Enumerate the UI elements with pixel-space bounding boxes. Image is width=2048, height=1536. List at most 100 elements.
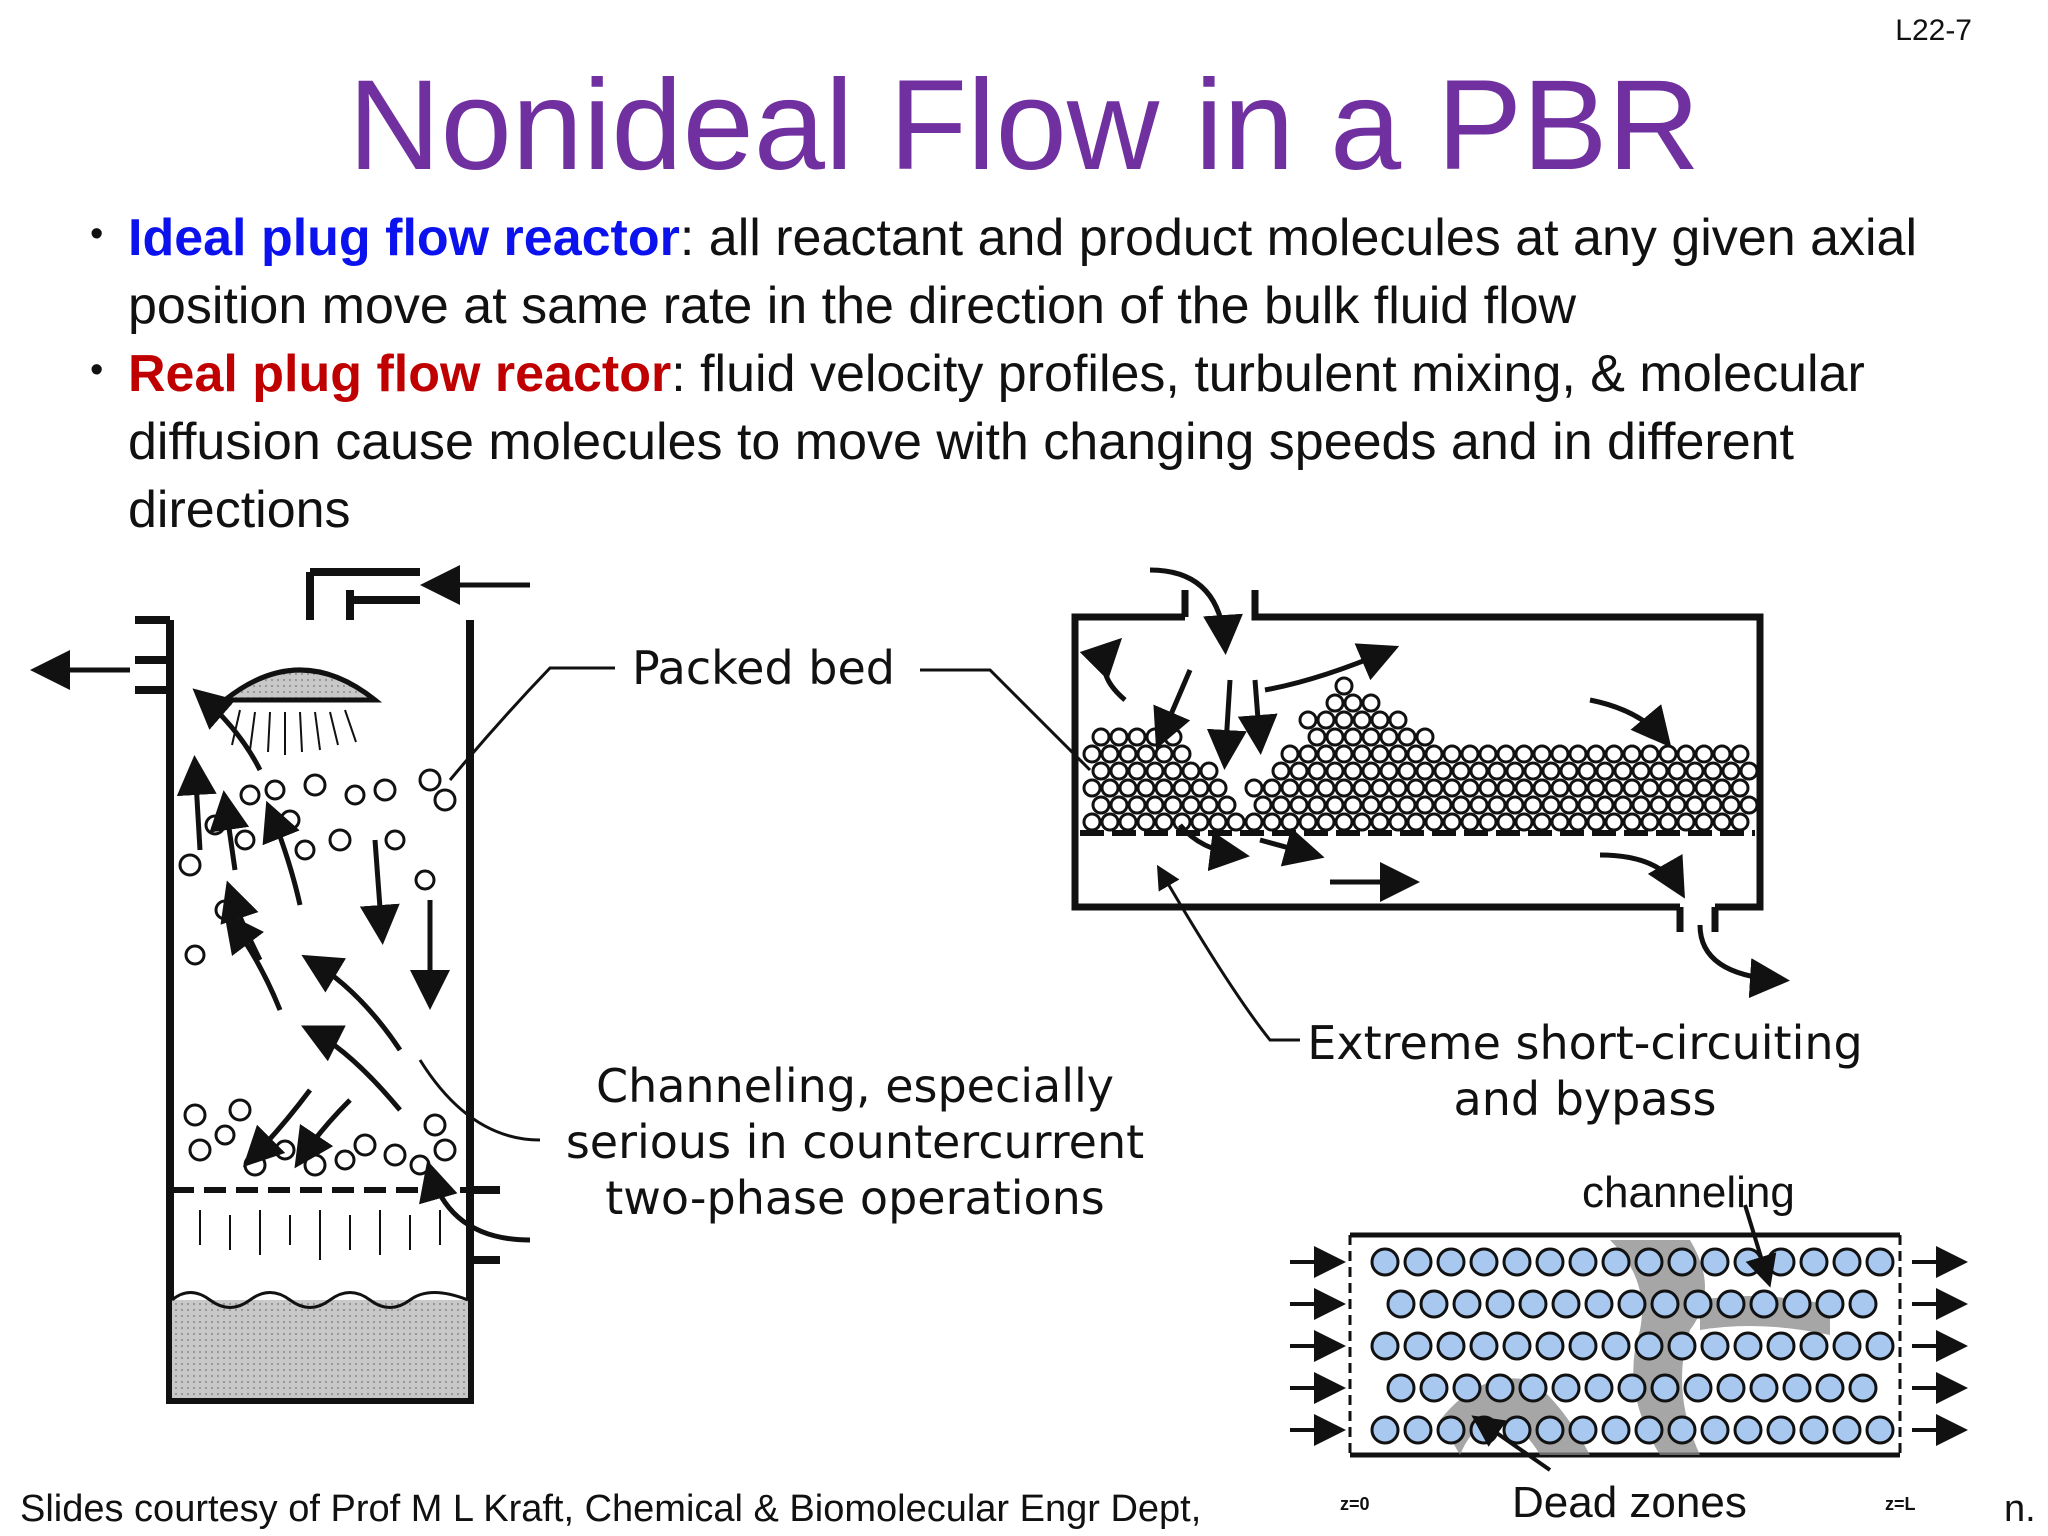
bed-bead bbox=[1154, 778, 1174, 798]
schematic-bead bbox=[1551, 1373, 1581, 1403]
schematic-bead bbox=[1419, 1289, 1449, 1319]
bullet-dot: • bbox=[90, 213, 104, 255]
bed-bead bbox=[1550, 778, 1570, 798]
bed-bead bbox=[1469, 761, 1489, 781]
bed-bead bbox=[1082, 744, 1102, 764]
footer-trailing: n. bbox=[2004, 1488, 2036, 1530]
schematic-bead bbox=[1700, 1415, 1730, 1445]
packed-bed-leader-right bbox=[920, 668, 1092, 772]
bullet-list: •Ideal plug flow reactor: all reactant a… bbox=[90, 204, 2020, 544]
bed-bead bbox=[1667, 795, 1687, 815]
schematic-bead bbox=[1403, 1331, 1433, 1361]
bed-bead bbox=[1496, 812, 1516, 832]
bed-bead bbox=[1559, 795, 1579, 815]
bed-bead bbox=[1523, 761, 1543, 781]
schematic-bead bbox=[1832, 1247, 1862, 1277]
schematic-bead bbox=[1452, 1289, 1482, 1319]
bed-bead bbox=[1316, 812, 1336, 832]
bed-bead bbox=[1532, 778, 1552, 798]
bed-bead bbox=[1514, 812, 1534, 832]
bed-bead bbox=[1262, 778, 1282, 798]
bed-bead bbox=[1406, 744, 1426, 764]
schematic-bead bbox=[1733, 1247, 1763, 1277]
bed-bead bbox=[1667, 761, 1687, 781]
bed-bead bbox=[1550, 812, 1570, 832]
schematic-bead bbox=[1502, 1247, 1532, 1277]
bed-bead bbox=[1676, 744, 1696, 764]
bed-bead bbox=[1685, 761, 1705, 781]
bed-bead bbox=[1109, 761, 1129, 781]
schematic-bead bbox=[1419, 1373, 1449, 1403]
schematic-bead bbox=[1370, 1331, 1400, 1361]
bed-bead bbox=[1082, 812, 1102, 832]
bed-bead bbox=[1091, 761, 1111, 781]
packed-bed-leader-left bbox=[448, 666, 615, 781]
schematic-bead bbox=[1584, 1373, 1614, 1403]
channeling-label-line3: two-phase operations bbox=[605, 1171, 1105, 1225]
bed-bead bbox=[1118, 812, 1138, 832]
bed-bead bbox=[1460, 812, 1480, 832]
bed-bead bbox=[1433, 795, 1453, 815]
schematic-bead bbox=[1733, 1331, 1763, 1361]
bed-bead bbox=[1154, 812, 1174, 832]
bed-bead bbox=[1154, 744, 1174, 764]
bed-bead bbox=[1298, 744, 1318, 764]
bed-bead bbox=[1577, 795, 1597, 815]
schematic-bead bbox=[1782, 1289, 1812, 1319]
bed-bead bbox=[1604, 778, 1624, 798]
bed-bead bbox=[1307, 727, 1327, 747]
bed-bead bbox=[1163, 727, 1183, 747]
schematic-bead bbox=[1700, 1331, 1730, 1361]
bed-bead bbox=[1388, 778, 1408, 798]
bed-bead bbox=[1217, 795, 1237, 815]
bed-bead bbox=[1460, 778, 1480, 798]
channeling-schematic bbox=[1290, 1204, 1968, 1472]
bed-bead bbox=[1352, 778, 1372, 798]
schematic-bead bbox=[1716, 1289, 1746, 1319]
bed-bead bbox=[1289, 761, 1309, 781]
bed-bead bbox=[1415, 795, 1435, 815]
dead-zones-label: Dead zones bbox=[1512, 1478, 1747, 1527]
bed-bead bbox=[1595, 795, 1615, 815]
bed-bead bbox=[1127, 761, 1147, 781]
schematic-bead bbox=[1518, 1289, 1548, 1319]
bed-bead bbox=[1127, 795, 1147, 815]
bed-bead bbox=[1370, 812, 1390, 832]
schematic-bead bbox=[1518, 1373, 1548, 1403]
bed-bead bbox=[1289, 795, 1309, 815]
schematic-bead bbox=[1815, 1289, 1845, 1319]
bed-bead bbox=[1343, 795, 1363, 815]
bed-bead bbox=[1271, 761, 1291, 781]
bed-bead bbox=[1163, 795, 1183, 815]
schematic-bead bbox=[1700, 1247, 1730, 1277]
bed-bead bbox=[1136, 812, 1156, 832]
slide-number: L22-7 bbox=[1895, 14, 1972, 47]
bed-bead bbox=[1514, 744, 1534, 764]
bed-particles bbox=[1082, 676, 1759, 832]
zl-label: z=L bbox=[1885, 1494, 1916, 1514]
bed-bead bbox=[1586, 778, 1606, 798]
bed-bead bbox=[1541, 795, 1561, 815]
bed-bead bbox=[1586, 812, 1606, 832]
bed-bead bbox=[1451, 795, 1471, 815]
liquid-pool bbox=[172, 1300, 468, 1398]
bed-bead bbox=[1622, 812, 1642, 832]
schematic-bead bbox=[1749, 1289, 1779, 1319]
bed-bead bbox=[1604, 744, 1624, 764]
bed-bead bbox=[1550, 744, 1570, 764]
bed-bead bbox=[1091, 727, 1111, 747]
bed-bead bbox=[1730, 812, 1750, 832]
schematic-bead bbox=[1485, 1289, 1515, 1319]
bypass-leader bbox=[1156, 864, 1300, 1042]
bed-bead bbox=[1325, 761, 1345, 781]
channeling-leader bbox=[418, 1059, 541, 1142]
channeling-label-line2: serious in countercurrent bbox=[565, 1115, 1145, 1169]
bed-bead bbox=[1586, 744, 1606, 764]
bed-bead bbox=[1307, 761, 1327, 781]
schematic-bead bbox=[1667, 1331, 1697, 1361]
bed-bead bbox=[1280, 744, 1300, 764]
schematic-bead bbox=[1601, 1247, 1631, 1277]
schematic-bead bbox=[1370, 1247, 1400, 1277]
bed-bead bbox=[1352, 812, 1372, 832]
bullet-real: •Real plug flow reactor: fluid velocity … bbox=[90, 340, 2020, 544]
